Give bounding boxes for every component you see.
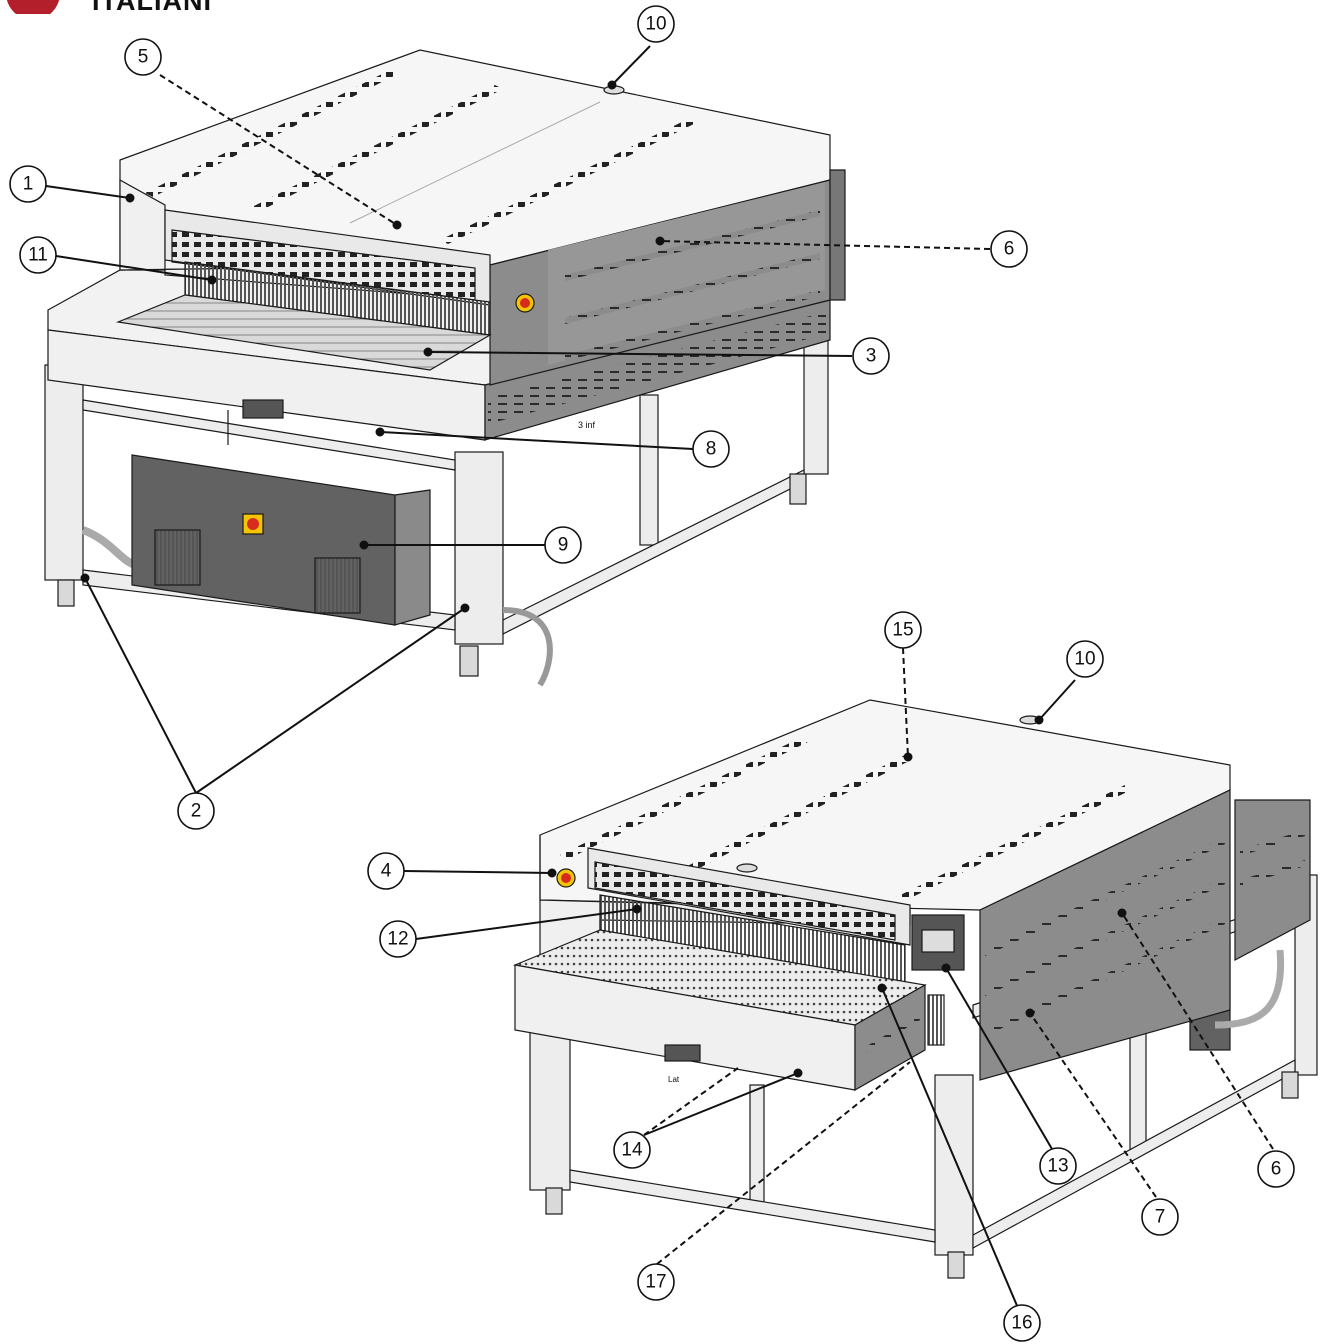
callout-10: 10 [637,5,675,43]
svg-text:5: 5 [138,47,149,68]
control-screen [921,929,955,953]
svg-text:9: 9 [558,535,569,556]
callout-1: 1 [9,165,47,203]
chamber-side-vents [565,210,820,361]
chamber-side-vents-2 [985,838,1225,1036]
svg-text:8: 8 [706,439,717,460]
svg-text:2: 2 [191,801,202,822]
inlet-tag-label: 3 inf [578,420,596,430]
callout-7: 7 [1141,1198,1179,1236]
side-grille [927,994,945,1046]
callout-9: 9 [544,526,582,564]
svg-text:15: 15 [892,620,913,641]
caster-wheels-2 [545,1071,1299,1279]
front-handle [242,399,284,419]
callout-13: 13 [1039,1147,1077,1185]
inlet-tag-label-2: Lat [668,1075,680,1084]
leader-lines [45,45,1274,1309]
callouts: 1 11 5 10 6 3 8 9 2 15 10 4 12 14 13 6 7… [9,5,1295,1342]
svg-text:13: 13 [1047,1156,1068,1177]
callout-11: 11 [19,236,57,274]
chamber-rear-edge [829,169,846,301]
svg-text:11: 11 [28,245,48,266]
top-vent-rows [145,70,698,244]
svg-text:10: 10 [645,14,666,35]
control-box-side [394,489,431,626]
power-cable [502,607,553,687]
brand-logo-icon [6,0,60,14]
callout-16: 16 [1003,1304,1041,1342]
top-port-2 [736,863,758,873]
control-box-grille-right [314,557,361,614]
caster-wheels [57,473,807,677]
callout-4: 4 [367,852,405,890]
callout-6b: 6 [1257,1150,1295,1188]
side-vent-slots [488,312,826,424]
flex-hose [81,526,137,569]
callout-5: 5 [124,38,162,76]
inlet-tag [576,416,606,430]
svg-text:10: 10 [1074,649,1095,670]
svg-text:14: 14 [621,1140,643,1161]
svg-text:12: 12 [387,929,408,950]
oven-view-front: 3 inf [44,49,846,687]
callout-2: 2 [177,792,215,830]
callout-8: 8 [692,430,730,468]
oven-view-rear: Lat [512,699,1318,1279]
svg-text:6: 6 [1271,1159,1282,1180]
callout-12: 12 [379,920,417,958]
svg-text:17: 17 [645,1272,666,1293]
callout-14: 14 [613,1131,651,1169]
svg-text:6: 6 [1004,239,1015,260]
top-vent-rows-2 [560,738,1133,909]
svg-text:16: 16 [1011,1313,1032,1334]
brand-header: ITALIANI [0,0,300,14]
callout-6: 6 [990,230,1028,268]
conveyor-belt [115,294,492,371]
svg-text:7: 7 [1155,1207,1166,1228]
svg-text:4: 4 [381,861,392,882]
brand-name: ITALIANI [92,0,212,14]
svg-text:1: 1 [23,174,34,195]
callout-10b: 10 [1066,640,1104,678]
control-box-grille-left [154,529,201,586]
callout-15: 15 [884,611,922,649]
svg-text:3: 3 [866,346,877,367]
callout-3: 3 [852,337,890,375]
hood-louvers-2 [594,861,896,941]
callout-17: 17 [637,1263,675,1301]
front-handle-2 [664,1044,701,1062]
